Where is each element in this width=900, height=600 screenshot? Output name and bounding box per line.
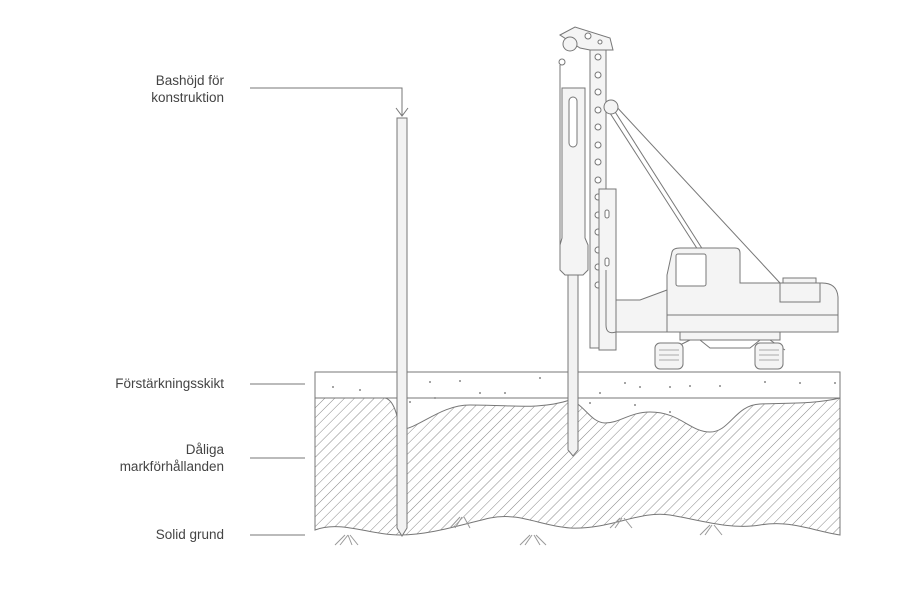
leader-base-height (250, 87, 409, 117)
pile-being-driven (567, 271, 579, 457)
label-reinforcement-layer: Förstärkningsskikt (115, 376, 224, 391)
label-poor-ground-line1: Dåliga (185, 442, 224, 457)
gravel-dots (332, 377, 836, 413)
label-base-height: Bashöjd för konstruktion (151, 72, 224, 106)
cab-body (666, 247, 839, 333)
rock-marks (334, 516, 723, 546)
label-poor-ground: Dåliga markförhållanden (120, 441, 224, 475)
label-base-height-line1: Bashöjd för (155, 73, 224, 88)
poor-ground (314, 397, 841, 536)
boom-arm (615, 289, 668, 333)
track-right (754, 342, 784, 370)
hammer (559, 87, 589, 276)
track-left (654, 342, 684, 370)
label-solid-ground: Solid grund (155, 527, 224, 542)
leader-plate (598, 188, 617, 351)
label-poor-ground-line2: markförhållanden (119, 459, 224, 474)
pile-installed (396, 117, 408, 537)
label-base-height-line2: konstruktion (151, 90, 224, 105)
piling-rig (558, 26, 839, 370)
